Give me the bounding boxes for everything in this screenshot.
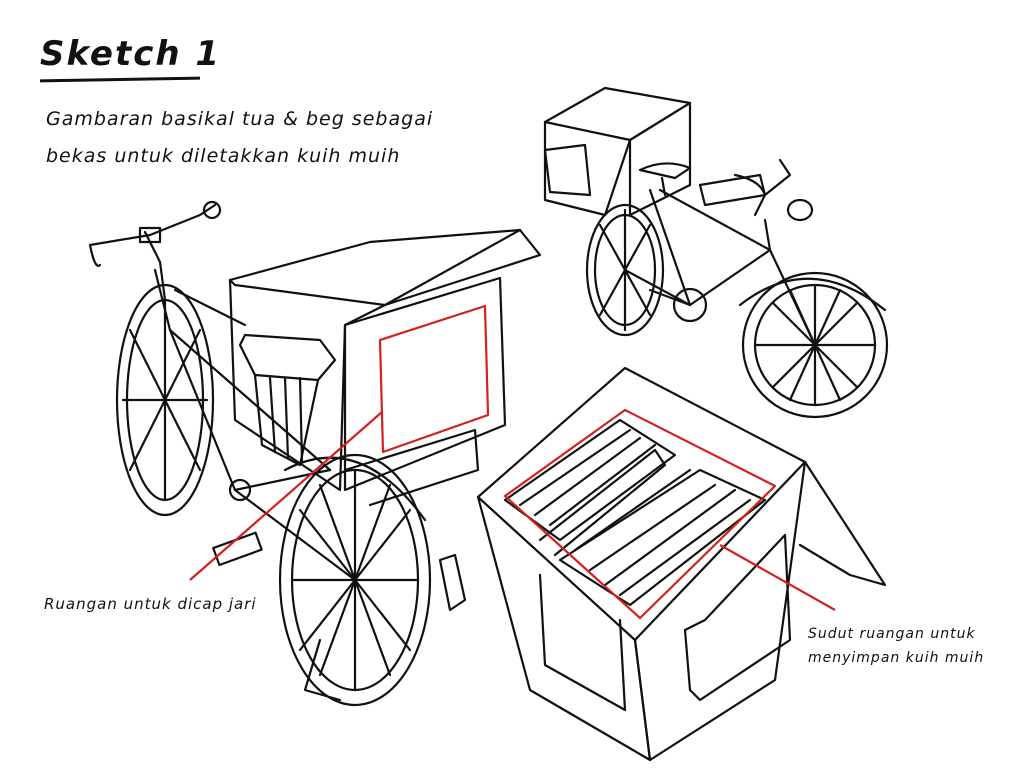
storage-corner-label-line-2: menyimpan kuih muih xyxy=(808,650,985,666)
stamp-area-outline xyxy=(378,304,490,454)
stamp-area-label: Ruangan untuk dicap jari xyxy=(44,595,257,613)
storage-corner-label-line-1: Sudut ruangan untuk xyxy=(808,626,976,642)
red-highlight-annotations xyxy=(189,304,836,620)
stamp-area-leader-line xyxy=(189,411,383,581)
large-bicycle-drawing xyxy=(88,200,542,707)
storage-corner-leader-line xyxy=(719,544,836,611)
small-bicycle-drawing xyxy=(543,86,889,419)
description-line-2: bekas untuk diletakkan kuih muih xyxy=(46,145,401,167)
description-line-1: Gambaran basikal tua & beg sebagai xyxy=(46,108,434,130)
box-interior-drawing xyxy=(476,366,887,762)
storage-corner-outline xyxy=(503,408,777,620)
sketch-title: Sketch 1 xyxy=(40,34,222,74)
